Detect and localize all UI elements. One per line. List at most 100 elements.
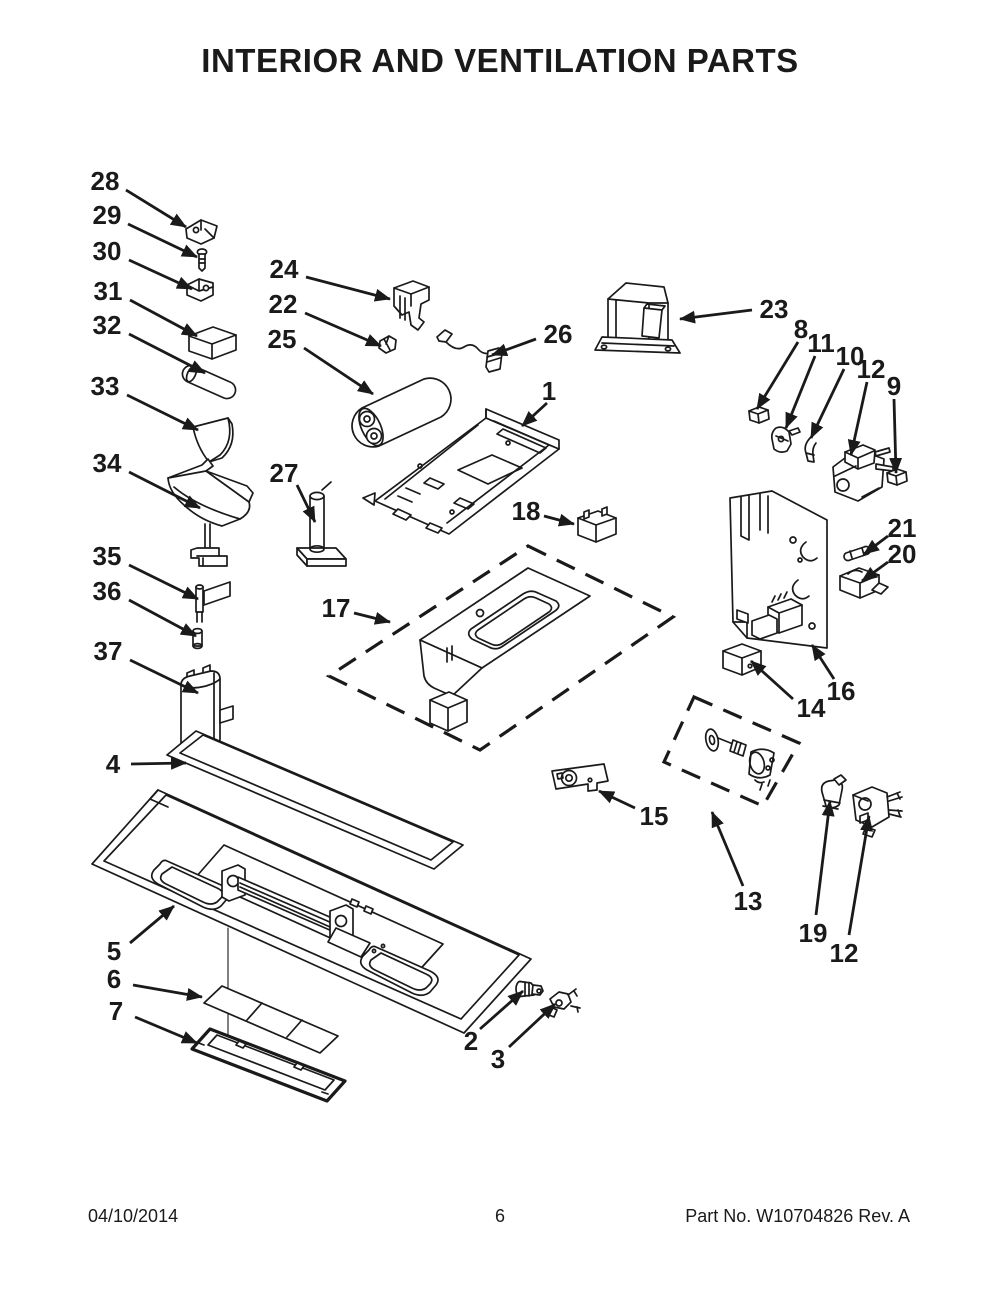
callout-16: 16 bbox=[810, 644, 856, 706]
callout-label: 20 bbox=[888, 539, 917, 569]
part-8-nut bbox=[748, 406, 770, 424]
callout-arrow bbox=[129, 298, 198, 338]
part-22-retainer-clip bbox=[378, 335, 397, 354]
callout-arrow bbox=[128, 258, 193, 291]
callout-label: 29 bbox=[93, 200, 122, 230]
callout-32: 32 bbox=[93, 310, 206, 375]
callout-18: 18 bbox=[512, 496, 575, 527]
callout-36: 36 bbox=[93, 576, 197, 638]
callout-label: 33 bbox=[91, 371, 120, 401]
callout-28: 28 bbox=[91, 166, 187, 229]
callout-label: 36 bbox=[93, 576, 122, 606]
callout-arrow bbox=[125, 188, 187, 229]
callout-arrow bbox=[305, 275, 391, 302]
callout-arrow bbox=[598, 789, 636, 810]
callout-8: 8 bbox=[755, 314, 808, 410]
callout-arrow bbox=[861, 560, 889, 583]
callout-9: 9 bbox=[887, 371, 903, 474]
callout-arrow bbox=[508, 1002, 556, 1049]
callout-arrow bbox=[679, 308, 753, 324]
callout-label: 35 bbox=[93, 541, 122, 571]
callout-31: 31 bbox=[94, 276, 198, 338]
callout-label: 24 bbox=[270, 254, 299, 284]
callout-label: 27 bbox=[270, 458, 299, 488]
part-20-latch-bracket bbox=[839, 567, 889, 599]
part-6-charcoal-filter bbox=[203, 985, 339, 1054]
callout-21: 21 bbox=[863, 513, 917, 556]
part-27-support-post bbox=[296, 481, 347, 567]
part-4-grease-filter bbox=[166, 730, 464, 870]
part-18-junction-box bbox=[577, 506, 617, 543]
callout-label: 31 bbox=[94, 276, 123, 306]
callout-label: 16 bbox=[827, 676, 856, 706]
callout-1: 1 bbox=[521, 376, 556, 428]
callout-label: 10 bbox=[836, 341, 865, 371]
footer-page-number: 6 bbox=[494, 1206, 505, 1226]
callout-label: 4 bbox=[106, 749, 121, 779]
callout-arrow bbox=[129, 904, 175, 945]
callout-label: 37 bbox=[94, 636, 123, 666]
part-32-sleeve-tube bbox=[181, 364, 237, 400]
callout-25: 25 bbox=[268, 324, 374, 396]
part-13-fan-motor-kit bbox=[661, 694, 802, 809]
callout-37: 37 bbox=[94, 636, 199, 695]
part-3-bulb-socket bbox=[548, 988, 581, 1018]
callout-17: 17 bbox=[322, 593, 391, 625]
callout-14: 14 bbox=[750, 659, 826, 723]
callout-label: 22 bbox=[269, 289, 298, 319]
callout-label: 14 bbox=[797, 693, 826, 723]
callout-arrow bbox=[521, 401, 548, 428]
part-17-vent-duct-kit bbox=[325, 544, 677, 752]
callout-33: 33 bbox=[91, 371, 199, 432]
callout-label: 32 bbox=[93, 310, 122, 340]
part-34-duct-scoop bbox=[167, 458, 254, 567]
callout-arrow bbox=[750, 659, 794, 701]
callout-arrow bbox=[755, 341, 800, 410]
callout-arrow bbox=[863, 534, 889, 556]
footer-part-number: Part No. W10704826 Rev. A bbox=[685, 1206, 910, 1226]
part-31-spacer-block bbox=[188, 326, 237, 360]
callout-arrow bbox=[784, 355, 817, 429]
callout-label: 1 bbox=[542, 376, 556, 406]
callout-arrow bbox=[810, 644, 836, 680]
callout-35: 35 bbox=[93, 541, 199, 601]
callout-arrow bbox=[129, 658, 199, 695]
callout-27: 27 bbox=[270, 458, 317, 523]
part-5-bottom-panel bbox=[91, 789, 532, 1049]
part-14-terminal-block bbox=[722, 643, 762, 676]
callout-label: 25 bbox=[268, 324, 297, 354]
callout-arrow bbox=[295, 484, 317, 523]
callout-arrow bbox=[353, 611, 391, 625]
part-10-wire-hook bbox=[804, 436, 817, 463]
part-12-switch-assembly bbox=[832, 444, 894, 502]
callout-11: 11 bbox=[784, 328, 835, 429]
callout-arrow bbox=[126, 393, 199, 432]
callout-label: 30 bbox=[93, 236, 122, 266]
callout-label: 23 bbox=[760, 294, 789, 324]
callout-arrow bbox=[127, 222, 198, 259]
part-15-thermostat-plate bbox=[551, 763, 609, 792]
part-36-spacer bbox=[192, 627, 203, 650]
callout-label: 12 bbox=[830, 938, 859, 968]
callout-7: 7 bbox=[109, 996, 198, 1045]
part-26-thermistor-wire bbox=[436, 329, 503, 373]
callout-label: 34 bbox=[93, 448, 122, 478]
callout-5: 5 bbox=[107, 904, 175, 966]
page-title: INTERIOR AND VENTILATION PARTS bbox=[201, 42, 799, 79]
callout-label: 13 bbox=[734, 886, 763, 916]
callout-arrow bbox=[132, 983, 203, 1001]
callout-label: 21 bbox=[888, 513, 917, 543]
part-24-switch-holder bbox=[393, 280, 430, 331]
callout-label: 7 bbox=[109, 996, 123, 1026]
callout-arrow bbox=[128, 332, 206, 375]
callout-15: 15 bbox=[598, 789, 668, 831]
callout-arrow bbox=[543, 513, 575, 527]
callout-arrow bbox=[304, 311, 382, 348]
footer-date: 04/10/2014 bbox=[88, 1206, 179, 1226]
callout-24: 24 bbox=[270, 254, 391, 302]
part-23-transformer bbox=[594, 282, 681, 354]
callout-arrow bbox=[710, 811, 745, 887]
callout-34: 34 bbox=[93, 448, 201, 510]
callout-12b: 12 bbox=[830, 815, 873, 968]
